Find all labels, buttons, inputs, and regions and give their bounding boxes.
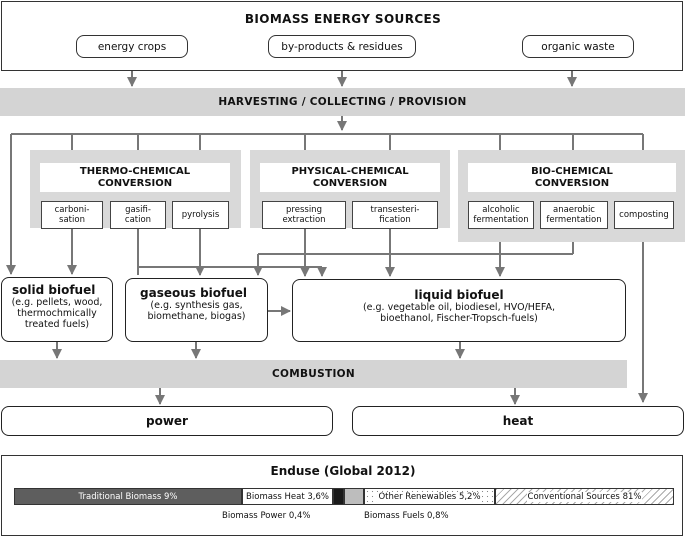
title-line: CONVERSION: [312, 177, 388, 189]
source-organic-waste: organic waste: [522, 35, 634, 58]
segment-traditional-biomass: Traditional Biomass 9%: [14, 488, 242, 505]
solid-biofuel-desc: (e.g. pellets, wood, thermochmically tre…: [2, 297, 112, 330]
desc-line: bioethanol, Fischer-Tropsch-fuels): [380, 313, 538, 324]
method-label: gasifi-: [125, 205, 151, 215]
liquid-biofuel-title: liquid biofuel: [414, 288, 504, 302]
segment-biomass-fuels: [344, 488, 364, 505]
title-line: CONVERSION: [534, 177, 610, 189]
method-composting: composting: [614, 201, 674, 229]
gaseous-biofuel-desc: (e.g. synthesis gas, biomethane, biogas): [126, 300, 267, 322]
segment-label: Conventional Sources 81%: [526, 491, 643, 502]
gaseous-biofuel-title: gaseous biofuel: [140, 286, 248, 300]
biomass-power-callout: Biomass Power 0,4%: [222, 511, 311, 521]
power-output: power: [1, 406, 333, 436]
method-alcoholic-fermentation: alcoholic fermentation: [468, 201, 534, 229]
solid-biofuel-title: solid biofuel: [12, 283, 96, 297]
source-by-products-residues: by-products & residues: [268, 35, 416, 58]
desc-line: (e.g. pellets, wood,: [11, 297, 103, 308]
desc-line: treated fuels): [24, 319, 90, 330]
desc-line: (e.g. synthesis gas,: [150, 300, 243, 311]
segment-other-renewables: Other Renewables 5,2%: [364, 488, 495, 505]
method-label: anaerobic: [553, 205, 595, 215]
page-title: BIOMASS ENERGY SOURCES: [244, 12, 442, 26]
desc-line: (e.g. vegetable oil, biodiesel, HVO/HEFA…: [362, 302, 556, 313]
method-anaerobic-fermentation: anaerobic fermentation: [540, 201, 608, 229]
segment-label: Biomass Heat 3,6%: [246, 491, 329, 502]
segment-biomass-heat: Biomass Heat 3,6%: [242, 488, 333, 505]
title-line: PHYSICAL-CHEMICAL: [291, 165, 409, 177]
physical-chemical-title: PHYSICAL-CHEMICAL CONVERSION: [260, 163, 440, 192]
method-gasification: gasifi- cation: [110, 201, 166, 229]
desc-line: thermochmically: [17, 308, 97, 319]
biomass-fuels-callout: Biomass Fuels 0,8%: [364, 511, 449, 521]
method-label: fication: [379, 215, 411, 225]
title-line: CONVERSION: [97, 177, 173, 189]
method-label: carboni-: [54, 205, 90, 215]
method-label: extraction: [282, 215, 326, 225]
method-label: pressing: [286, 205, 322, 215]
method-pyrolysis: pyrolysis: [172, 201, 229, 229]
liquid-biofuel-desc: (e.g. vegetable oil, biodiesel, HVO/HEFA…: [293, 302, 625, 324]
title-line: BIO-CHEMICAL: [531, 165, 613, 177]
method-label: cation: [124, 215, 152, 225]
method-label: fermentation: [546, 215, 602, 225]
method-transesterification: transesteri- fication: [352, 201, 438, 229]
solid-biofuel-box: solid biofuel (e.g. pellets, wood, therm…: [1, 277, 113, 342]
harvesting-band: HARVESTING / COLLECTING / PROVISION: [0, 88, 685, 116]
method-label: alcoholic: [482, 205, 520, 215]
combustion-band: COMBUSTION: [0, 360, 627, 388]
title-line: THERMO-CHEMICAL: [79, 165, 191, 177]
liquid-biofuel-box: liquid biofuel (e.g. vegetable oil, biod…: [292, 279, 626, 342]
thermo-chemical-title: THERMO-CHEMICAL CONVERSION: [40, 163, 230, 192]
bio-chemical-title: BIO-CHEMICAL CONVERSION: [468, 163, 676, 192]
method-pressing-extraction: pressing extraction: [262, 201, 346, 229]
gaseous-biofuel-box: gaseous biofuel (e.g. synthesis gas, bio…: [125, 278, 268, 342]
segment-label: Other Renewables 5,2%: [377, 491, 482, 502]
method-label: fermentation: [473, 215, 529, 225]
enduse-title: Enduse (Global 2012): [270, 464, 416, 478]
method-carbonisation: carboni- sation: [41, 201, 103, 229]
method-label: transesteri-: [370, 205, 420, 215]
segment-label: Traditional Biomass 9%: [78, 491, 178, 502]
source-energy-crops: energy crops: [76, 35, 188, 58]
segment-conventional-sources: Conventional Sources 81%: [495, 488, 674, 505]
desc-line: biomethane, biogas): [147, 311, 246, 322]
segment-biomass-power: [333, 488, 344, 505]
heat-output: heat: [352, 406, 684, 436]
method-label: sation: [59, 215, 85, 225]
